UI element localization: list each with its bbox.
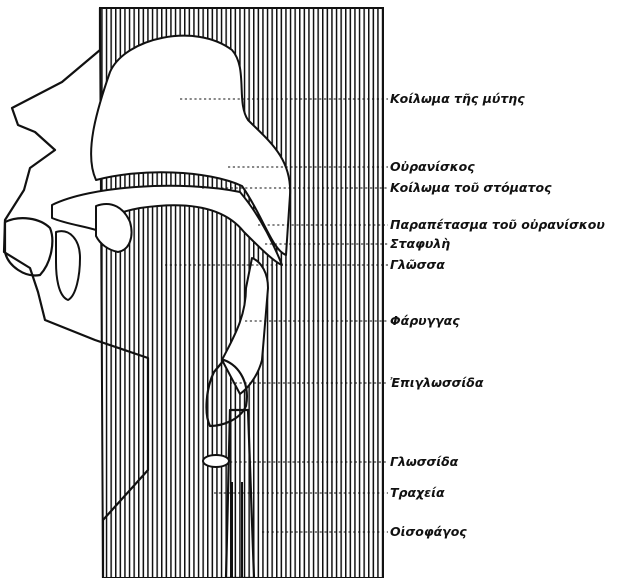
label-pharynx: Φάρυγγας	[390, 313, 460, 328]
lower-teeth-shape	[56, 231, 80, 300]
label-palate: Οὐρανίσκος	[390, 159, 475, 174]
glottis-ellipse	[203, 455, 229, 467]
label-soft-palate: Παραπέτασμα τοῦ οὐρανίσκου	[390, 217, 605, 232]
label-glottis: Γλωσσίδα	[390, 454, 459, 469]
label-epiglottis: Ἐπιγλωσσίδα	[390, 375, 484, 390]
label-esophagus: Οἰσοφάγος	[390, 524, 467, 539]
label-uvula: Σταφυλὴ	[390, 236, 450, 251]
label-trachea: Τραχεία	[390, 485, 445, 500]
label-mouth-cavity: Κοίλωμα τοῦ στόματος	[390, 180, 552, 195]
label-nasal-cavity: Κοίλωμα τῆς μύτης	[390, 91, 525, 106]
label-tongue: Γλῶσσα	[390, 257, 445, 272]
